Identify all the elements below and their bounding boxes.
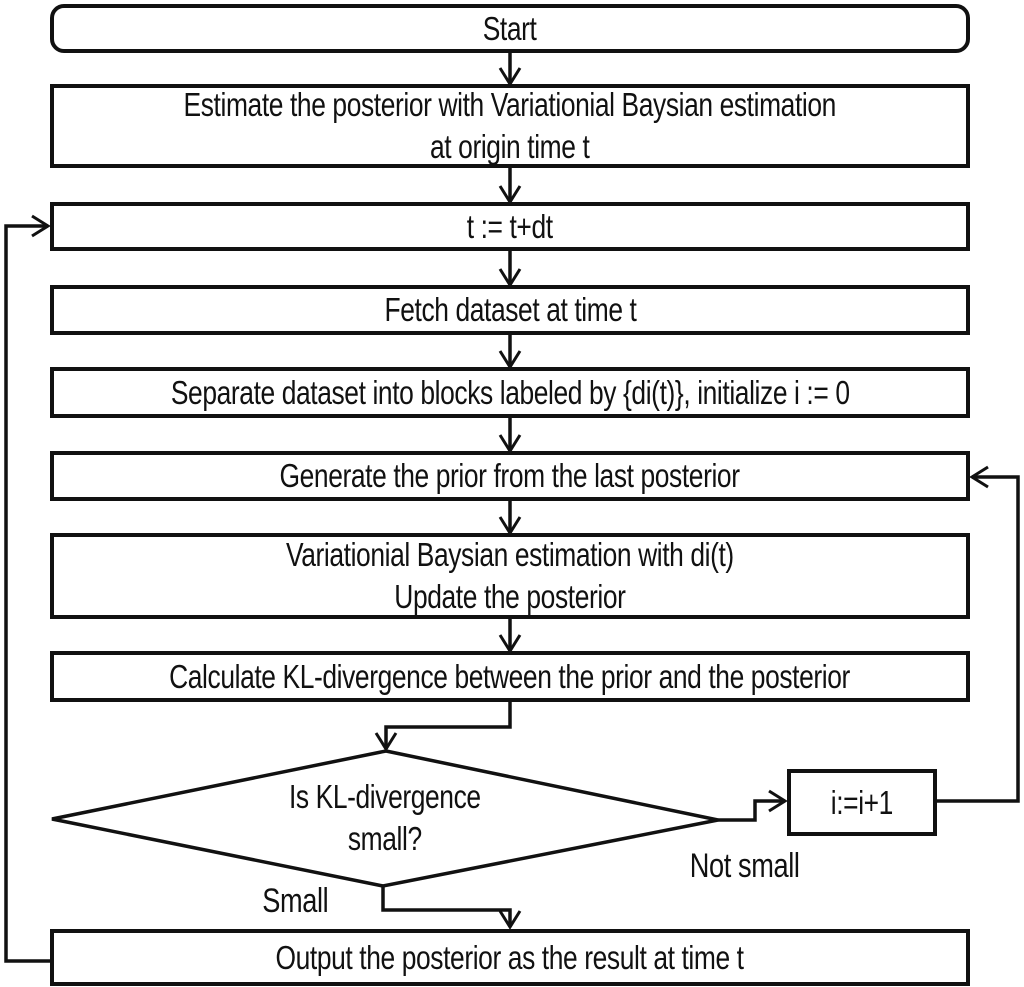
node-generate-prior-label: Generate the prior from the last posteri… <box>279 457 741 495</box>
node-calculate-kl: Calculate KL-divergence between the prio… <box>50 651 970 702</box>
decision-diamond-shape <box>51 749 719 888</box>
node-estimate-posterior-label: Estimate the posterior with Variationial… <box>183 86 837 165</box>
node-increment-i: i:=i+1 <box>787 769 937 836</box>
edge-decision-to-output <box>381 886 522 930</box>
node-separate-dataset: Separate dataset into blocks labeled by … <box>50 367 970 418</box>
edge-output-to-increment-time <box>4 214 51 963</box>
node-generate-prior: Generate the prior from the last posteri… <box>50 451 970 501</box>
node-calculate-kl-label: Calculate KL-divergence between the prio… <box>169 657 851 695</box>
node-fetch-dataset: Fetch dataset at time t <box>50 285 970 335</box>
node-separate-dataset-label: Separate dataset into blocks labeled by … <box>170 373 850 411</box>
node-start: Start <box>50 4 970 53</box>
edge-label-small: Small <box>261 882 329 920</box>
edge-calculate-kl-to-decision <box>374 702 512 752</box>
node-output-posterior-label: Output the posterior as the result at ti… <box>275 938 745 976</box>
edge-increment-i-to-generate-prior <box>937 465 1020 803</box>
node-decision-kl-small: Is KL-divergence small? <box>150 776 620 859</box>
node-fetch-dataset-label: Fetch dataset at time t <box>384 291 636 329</box>
node-decision-kl-small-label: Is KL-divergence small? <box>289 778 481 857</box>
node-output-posterior: Output the posterior as the result at ti… <box>50 929 970 986</box>
node-increment-i-label: i:=i+1 <box>830 783 894 821</box>
edge-decision-to-increment-i <box>718 789 788 822</box>
node-estimate-posterior: Estimate the posterior with Variationial… <box>50 84 970 168</box>
node-increment-time: t := t+dt <box>50 202 970 251</box>
node-vb-estimation: Variationial Baysian estimation with di(… <box>50 533 970 619</box>
node-vb-estimation-label: Variationial Baysian estimation with di(… <box>286 536 734 615</box>
node-start-label: Start <box>483 9 537 47</box>
node-increment-time-label: t := t+dt <box>467 207 553 245</box>
edge-label-not-small: Not small <box>690 847 800 885</box>
